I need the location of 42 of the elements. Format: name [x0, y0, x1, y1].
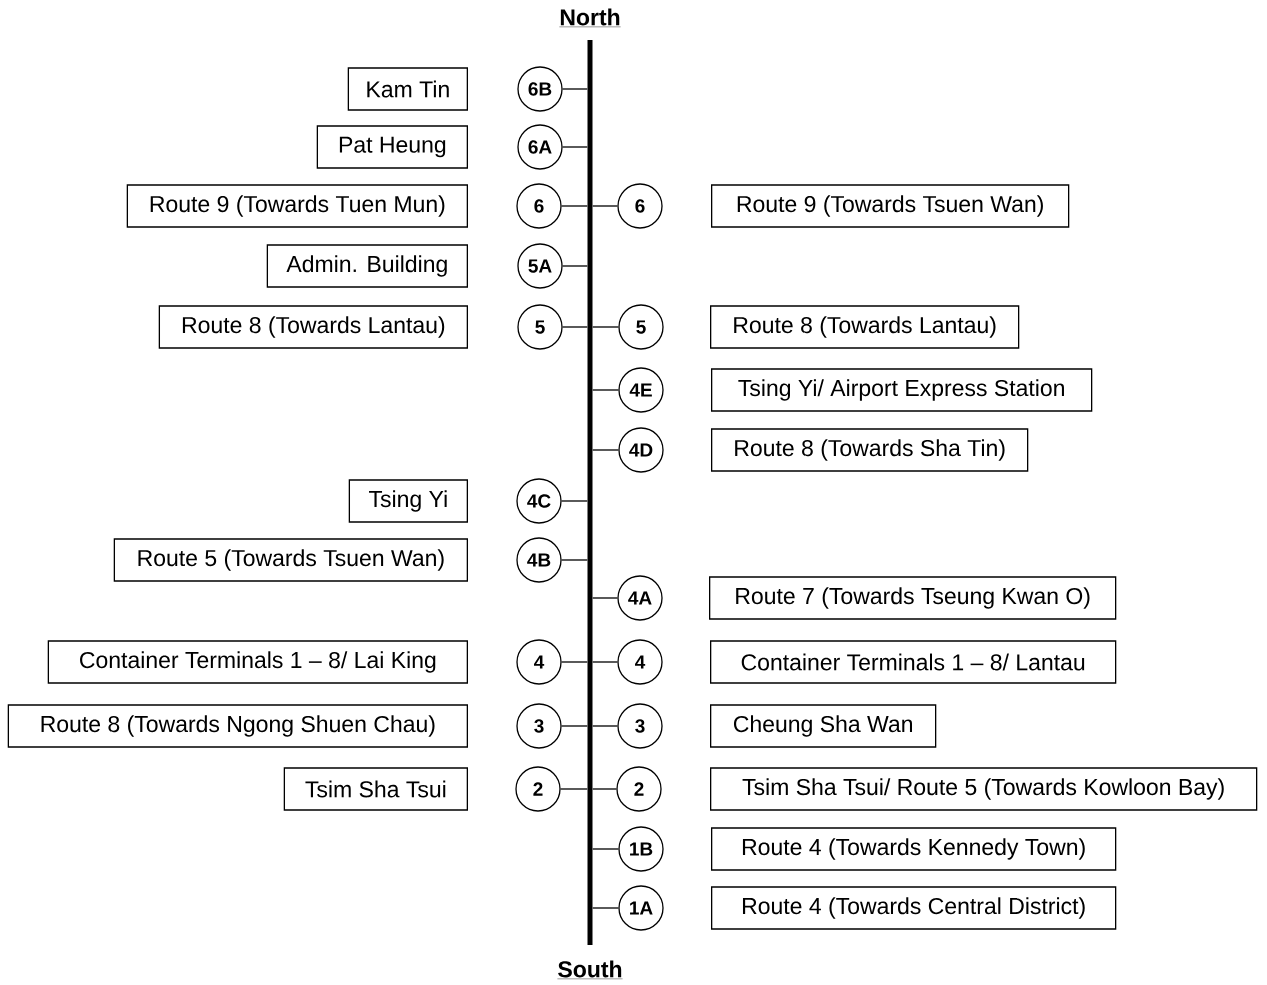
destination-box: Pat Heung [316, 125, 468, 169]
connector-line [592, 907, 619, 909]
destination-box: Route 7 (Towards Tseung Kwan O) [709, 576, 1117, 620]
connector-line [562, 265, 588, 267]
connector-line [561, 500, 588, 502]
connector-line [592, 597, 618, 599]
destination-box: Route 8 (Towards Ngong Shuen Chau) [7, 704, 468, 748]
destination-box: Container Terminals 1 – 8/ Lantau [710, 640, 1117, 684]
destination-box: Tsim Sha Tsui/ Route 5 (Towards Kowloon Bay) [710, 767, 1258, 811]
connector-line [560, 788, 588, 790]
destination-box: Route 4 (Towards Central District) [711, 886, 1117, 930]
destination-box: Route 8 (Towards Lantau) [158, 305, 468, 349]
destination-box: Cheung Sha Wan [710, 704, 937, 748]
destination-box: Tsim Sha Tsui [283, 767, 468, 811]
destination-box: Admin. Building [266, 244, 468, 288]
connector-line [592, 449, 619, 451]
direction-label: North [559, 8, 621, 28]
direction-label: South [557, 960, 623, 980]
destination-box: Container Terminals 1 – 8/ Lai King [47, 640, 468, 684]
destination-box: Tsing Yi/ Airport Express Station [711, 368, 1093, 412]
connector-line [562, 88, 588, 90]
destination-box: Tsing Yi [348, 479, 468, 523]
destination-box: Route 8 (Towards Lantau) [710, 305, 1020, 349]
connector-line [592, 326, 619, 328]
connector-line [561, 661, 588, 663]
destination-box: Route 8 (Towards Sha Tin) [711, 428, 1029, 472]
connector-line [592, 788, 617, 790]
destination-box: Route 9 (Towards Tuen Mun) [126, 184, 468, 228]
connector-line [592, 848, 619, 850]
connector-line [561, 205, 588, 207]
connector-line [562, 146, 588, 148]
connector-line [592, 661, 618, 663]
destination-box: Kam Tin [347, 67, 468, 111]
connector-line [592, 389, 619, 391]
destination-box: Route 9 (Towards Tsuen Wan) [711, 184, 1070, 228]
connector-line [561, 725, 588, 727]
connector-line [562, 326, 588, 328]
connector-line [592, 725, 618, 727]
connector-line [592, 205, 618, 207]
destination-box: Route 5 (Towards Tsuen Wan) [113, 538, 468, 582]
destination-box: Route 4 (Towards Kennedy Town) [711, 827, 1117, 871]
connector-line [561, 559, 588, 561]
